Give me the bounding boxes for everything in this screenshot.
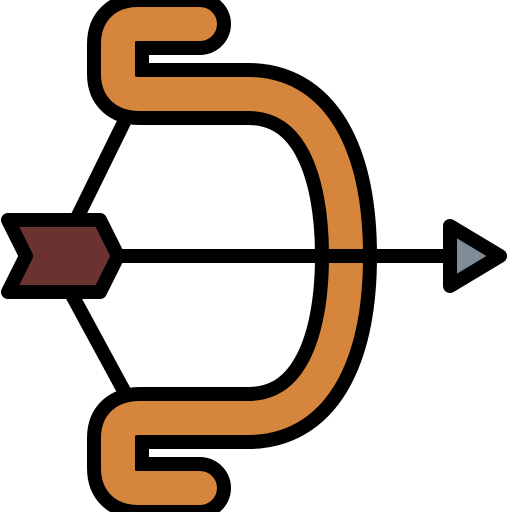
bowstring xyxy=(65,103,137,409)
arrow-fletching xyxy=(1,213,125,299)
arrowhead xyxy=(443,219,507,293)
